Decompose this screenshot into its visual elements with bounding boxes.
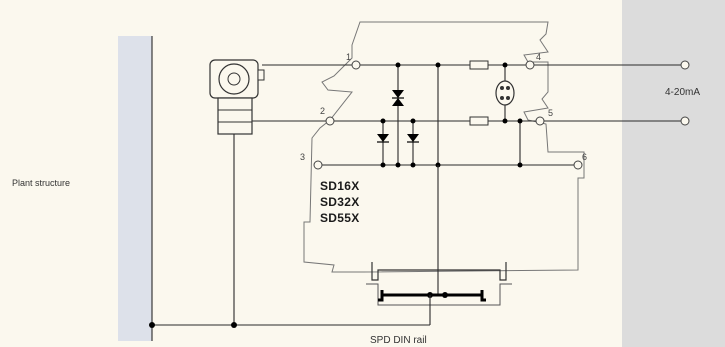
- model-label-3: SD55X: [320, 211, 360, 225]
- model-label-1: SD16X: [320, 179, 360, 193]
- transmitter-icon: [209, 59, 265, 135]
- terminal-label-6: 6: [582, 152, 587, 162]
- terminal-5: [535, 116, 545, 126]
- side-panel: [622, 0, 725, 347]
- diode-icon: [392, 90, 404, 106]
- din-rail-bond-right: [480, 290, 486, 302]
- din-rail-label: SPD DIN rail: [370, 335, 427, 346]
- terminal-label-1: 1: [346, 52, 351, 62]
- output-terminal-top: [680, 60, 690, 70]
- gas-discharge-tube-icon: [495, 80, 515, 106]
- din-rail-profile: [366, 283, 512, 306]
- model-label-2: SD32X: [320, 195, 360, 209]
- terminal-label-3: 3: [300, 152, 305, 162]
- din-rail-bond-left: [378, 290, 384, 302]
- din-rail-icon: [371, 262, 507, 281]
- resistor-icon: [469, 116, 489, 126]
- output-terminal-bottom: [680, 116, 690, 126]
- signal-label: 4-20mA: [665, 87, 700, 98]
- terminal-label-4: 4: [536, 52, 541, 62]
- spd-module-outline: [303, 21, 585, 273]
- wire-middle: [243, 88, 685, 122]
- plant-structure-bar: [118, 36, 152, 341]
- plant-structure-label: Plant structure: [12, 178, 70, 188]
- diode-icon: [377, 134, 419, 143]
- terminal-6: [573, 160, 583, 170]
- terminal-3: [313, 160, 323, 170]
- terminal-2: [325, 116, 335, 126]
- terminal-label-2: 2: [320, 106, 325, 116]
- terminal-label-5: 5: [548, 108, 553, 118]
- terminal-4: [525, 60, 535, 70]
- resistor-icon: [469, 60, 489, 70]
- terminal-1: [351, 60, 361, 70]
